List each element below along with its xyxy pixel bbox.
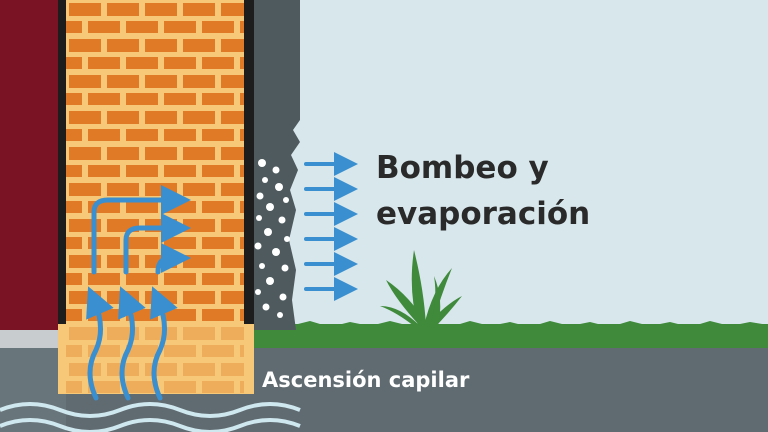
porous-render-dots	[254, 159, 290, 318]
water-wave	[0, 402, 301, 432]
pumping-label-line1: Bombeo y	[376, 150, 549, 186]
plant-icon	[380, 250, 462, 328]
side-flow-arrow	[91, 185, 191, 275]
brick-wall	[66, 0, 244, 340]
upward-flow-arrow	[86, 286, 178, 401]
grass-edge	[250, 321, 768, 332]
pumping-label-line2: evaporación	[376, 196, 591, 232]
soil-left	[0, 348, 66, 432]
evaporation-arrow	[304, 152, 358, 301]
interior-floor	[0, 330, 58, 350]
interior-wall	[0, 0, 58, 330]
capillary-rise-label: Ascensión capilar	[262, 368, 470, 392]
